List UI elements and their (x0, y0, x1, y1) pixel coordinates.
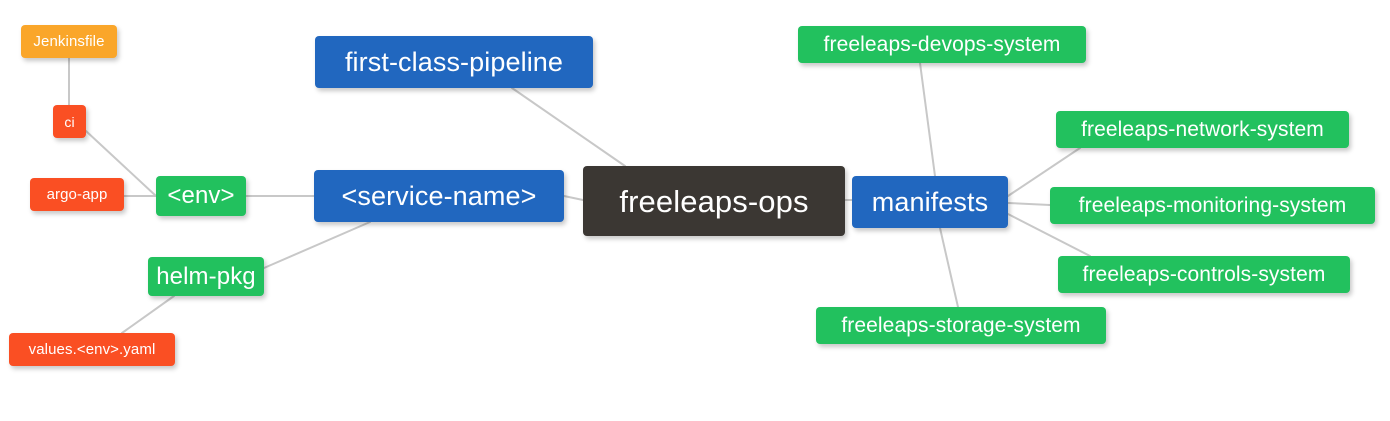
node-freeleaps-devops-system[interactable]: freeleaps-devops-system (798, 26, 1086, 63)
node-label-freeleaps-monitoring-system: freeleaps-monitoring-system (1078, 194, 1347, 217)
node-jenkinsfile[interactable]: Jenkinsfile (21, 25, 117, 58)
node-freeleaps-monitoring-system[interactable]: freeleaps-monitoring-system (1050, 187, 1375, 224)
node-freeleaps-network-system[interactable]: freeleaps-network-system (1056, 111, 1349, 148)
node-freeleaps-ops[interactable]: freeleaps-ops (583, 166, 845, 236)
edge-service-name-to-helm-pkg (263, 221, 371, 269)
node-label-argo-app: argo-app (46, 186, 108, 203)
node-label-freeleaps-devops-system: freeleaps-devops-system (823, 33, 1061, 56)
node-label-freeleaps-ops: freeleaps-ops (619, 183, 809, 219)
edge-helm-pkg-to-values-env-yaml (121, 295, 175, 334)
node-label-freeleaps-storage-system: freeleaps-storage-system (841, 314, 1081, 337)
node-label-env: <env> (167, 182, 235, 209)
node-freeleaps-controls-system[interactable]: freeleaps-controls-system (1058, 256, 1350, 293)
node-argo-app[interactable]: argo-app (30, 178, 124, 211)
node-label-jenkinsfile: Jenkinsfile (33, 33, 105, 50)
node-manifests[interactable]: manifests (852, 176, 1008, 228)
node-label-freeleaps-controls-system: freeleaps-controls-system (1082, 263, 1326, 286)
node-values-env-yaml[interactable]: values.<env>.yaml (9, 333, 175, 366)
node-env[interactable]: <env> (156, 176, 246, 216)
node-helm-pkg[interactable]: helm-pkg (148, 257, 264, 296)
node-label-freeleaps-network-system: freeleaps-network-system (1081, 118, 1324, 141)
node-label-first-class-pipeline: first-class-pipeline (344, 46, 564, 77)
edge-first-class-pipeline-to-freeleaps-ops (511, 87, 626, 167)
edge-manifests-to-freeleaps-devops-system (919, 62, 936, 177)
node-label-ci: ci (64, 113, 75, 130)
node-service-name[interactable]: <service-name> (314, 170, 564, 222)
node-freeleaps-storage-system[interactable]: freeleaps-storage-system (816, 307, 1106, 344)
node-label-service-name: <service-name> (341, 180, 537, 211)
edge-manifests-to-freeleaps-monitoring-system (1007, 202, 1051, 206)
node-first-class-pipeline[interactable]: first-class-pipeline (315, 36, 593, 88)
edge-manifests-to-freeleaps-storage-system (939, 227, 959, 308)
node-ci[interactable]: ci (53, 105, 86, 138)
edge-service-name-to-freeleaps-ops (563, 195, 584, 201)
node-label-values-env-yaml: values.<env>.yaml (28, 341, 156, 358)
node-label-manifests: manifests (871, 186, 989, 217)
node-label-helm-pkg: helm-pkg (156, 262, 256, 290)
